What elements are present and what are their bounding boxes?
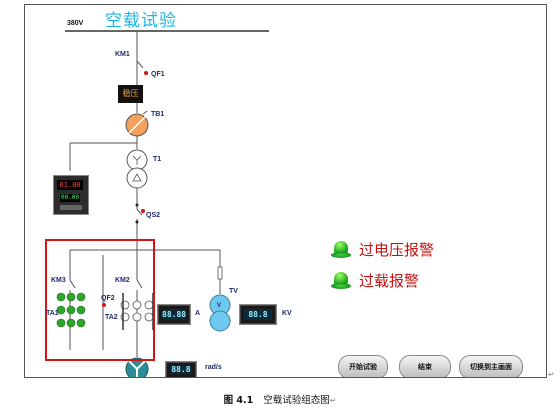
- temperature-controller: 01.00 00.00: [53, 175, 89, 215]
- switch-main-screen-button[interactable]: 切换到主画面: [459, 355, 523, 377]
- return-mark-screen: ↵: [548, 370, 555, 379]
- overload-alarm-label: 过载报警: [359, 272, 420, 290]
- label-qs2: QS2: [146, 212, 161, 219]
- current-meter-unit: A: [195, 310, 201, 317]
- voltage-meter: 88.8: [239, 304, 277, 325]
- label-ta1: TA1: [46, 310, 59, 317]
- label-tv-v: V: [217, 303, 222, 309]
- label-qf2: QF2: [101, 295, 115, 302]
- controller-top-display: 01.00: [57, 180, 83, 190]
- label-tb1: TB1: [151, 111, 165, 118]
- qs2-contact: [136, 208, 143, 216]
- start-test-button[interactable]: 开始试验: [338, 355, 388, 377]
- overvoltage-alarm-label: 过电压报警: [359, 241, 435, 259]
- ta1-current-transformers: [56, 292, 86, 328]
- figure-number: 图 4.1: [223, 395, 254, 406]
- label-qf1: QF1: [151, 71, 165, 78]
- scada-screen: 空载试验 380V: [24, 4, 547, 378]
- voltage-meter-unit: KV: [282, 310, 292, 317]
- speed-meter-display: 88.8: [170, 365, 192, 374]
- controller-bottom-display: 00.00: [60, 194, 80, 202]
- end-button[interactable]: 结束: [399, 355, 451, 377]
- voltage-stabilizer-relay: 稳压: [118, 85, 143, 103]
- figure-caption: 图 4.1 空载试验组态图↵: [0, 392, 560, 406]
- speed-meter-unit: rad/s: [205, 364, 222, 371]
- one-line-diagram: [56, 30, 269, 377]
- bus-voltage-label: 380V: [67, 20, 84, 27]
- label-km1: KM1: [115, 51, 130, 58]
- overload-alarm-lamp-icon: [331, 272, 351, 290]
- switchgear-highlight-frame: [45, 239, 155, 361]
- label-km3: KM3: [51, 277, 66, 284]
- speed-meter: 88.8: [165, 361, 197, 377]
- qf1-indicator: [144, 71, 148, 75]
- label-ta2: TA2: [105, 314, 118, 321]
- tv-fuse: [217, 266, 223, 280]
- overvoltage-alarm: 过电压报警: [331, 241, 434, 259]
- km2-contact: [136, 279, 143, 289]
- voltage-meter-display: 88.8: [244, 309, 272, 320]
- controller-keys: [60, 205, 82, 210]
- figure-caption-text: 空载试验组态图: [263, 395, 330, 406]
- overvoltage-alarm-lamp-icon: [331, 241, 351, 259]
- return-mark-caption: ↵: [329, 396, 337, 405]
- tv-transformer-icon-lower: [209, 310, 231, 332]
- label-km2: KM2: [115, 277, 130, 284]
- qs2-indicator: [141, 209, 145, 213]
- current-meter: 88.88: [157, 304, 191, 325]
- qf2-indicator: [102, 303, 106, 307]
- screen-title: 空载试验: [105, 11, 177, 31]
- label-tv: TV: [229, 288, 238, 295]
- current-meter-display: 88.88: [162, 309, 187, 320]
- t1-transformer-icon-lower: [126, 167, 148, 189]
- overload-alarm: 过载报警: [331, 272, 419, 290]
- km3-contact: [69, 279, 76, 289]
- label-t1: T1: [153, 156, 162, 163]
- km1-contact: [136, 60, 144, 69]
